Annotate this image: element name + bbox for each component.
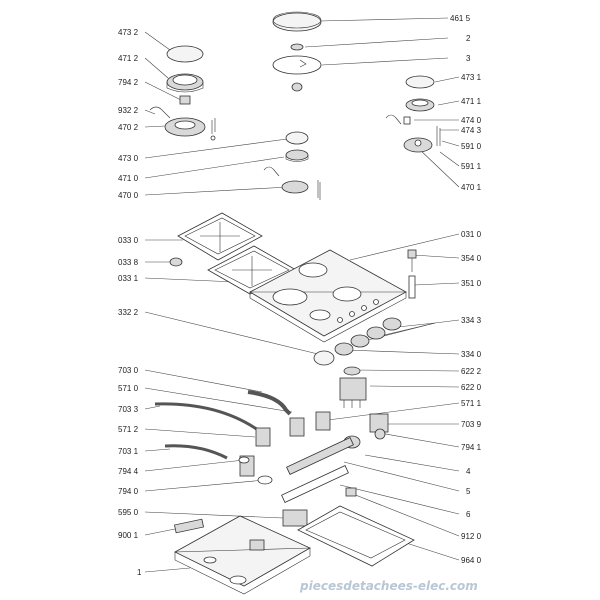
gas-tap-3 — [315, 411, 331, 431]
callout-7031: 703 1 — [118, 447, 139, 456]
gas-tube-lower — [164, 444, 228, 460]
flame-spreader-disc — [272, 55, 322, 75]
callout-4710: 471 0 — [118, 174, 139, 183]
callout-3343: 334 3 — [461, 316, 482, 325]
callout-4730: 473 0 — [118, 154, 139, 163]
callout-5911: 591 1 — [461, 162, 482, 171]
callout-9322: 932 2 — [118, 106, 139, 115]
base-plate-cover — [297, 505, 415, 567]
callout-0338: 033 8 — [118, 258, 139, 267]
selector-knob — [313, 350, 335, 366]
burner-cap-left — [166, 45, 204, 63]
callout-4732: 473 2 — [118, 28, 139, 37]
callout-4702: 470 2 — [118, 123, 139, 132]
callout-6220: 622 0 — [461, 383, 482, 392]
spark-rod — [408, 275, 416, 299]
watermark: piecesdetachees-elec.com — [299, 579, 478, 593]
callout-6: 6 — [466, 510, 471, 519]
gas-tube-upper — [247, 390, 292, 416]
callout-9640: 964 0 — [461, 556, 482, 565]
callout-3: 3 — [466, 54, 471, 63]
callout-4712: 471 2 — [118, 54, 139, 63]
callout-6222: 622 2 — [461, 367, 482, 376]
callout-4743: 474 3 — [461, 126, 482, 135]
ignition-generator — [282, 509, 308, 527]
small-ring — [290, 43, 304, 51]
callout-5711: 571 1 — [461, 399, 482, 408]
callout-7039: 703 9 — [461, 420, 482, 429]
switch-ring — [343, 366, 361, 376]
callout-4701: 470 1 — [461, 183, 482, 192]
callout-4: 4 — [466, 467, 471, 476]
callout-labels: 461 5 2 3 473 2 471 2 794 2 932 2 470 2 … — [118, 14, 482, 577]
base-tray — [174, 515, 311, 595]
callout-5910: 591 0 — [461, 142, 482, 151]
callout-2: 2 — [466, 34, 471, 43]
callout-7944: 794 4 — [118, 467, 139, 476]
callout-7942: 794 2 — [118, 78, 139, 87]
spark-plug — [407, 249, 417, 259]
callout-4615: 461 5 — [450, 14, 471, 23]
switch-block — [339, 377, 367, 401]
callout-9120: 912 0 — [461, 532, 482, 541]
control-knobs — [334, 317, 402, 356]
fixing-bracket — [173, 518, 205, 534]
callout-7033: 703 3 — [118, 405, 139, 414]
callout-5: 5 — [466, 487, 471, 496]
hob-top-plate — [249, 249, 407, 343]
parts — [149, 11, 441, 595]
thermocouple-left — [149, 106, 171, 119]
callout-4700: 470 0 — [118, 191, 139, 200]
gas-tube-long — [154, 402, 268, 438]
callout-5950: 595 0 — [118, 508, 139, 517]
large-burner-cap — [272, 12, 322, 32]
callout-7940: 794 0 — [118, 487, 139, 496]
callout-9001: 900 1 — [118, 531, 139, 540]
gas-tap-1 — [255, 427, 271, 447]
gas-tap-2 — [289, 417, 305, 437]
callout-0331: 033 1 — [118, 274, 139, 283]
burner-cap-center — [285, 131, 309, 145]
callout-4740: 474 0 — [461, 116, 482, 125]
ignition-plug — [345, 487, 357, 497]
callout-3340: 334 0 — [461, 350, 482, 359]
leader-lines — [144, 17, 460, 573]
callout-3322: 332 2 — [118, 308, 139, 317]
callout-3540: 354 0 — [461, 254, 482, 263]
burner-cap-right — [405, 75, 435, 89]
callout-5710: 571 0 — [118, 384, 139, 393]
pan-support-left — [177, 212, 263, 261]
callout-7030: 703 0 — [118, 366, 139, 375]
callout-0330: 033 0 — [118, 236, 139, 245]
callout-5712: 571 2 — [118, 425, 139, 434]
callout-0310: 031 0 — [461, 230, 482, 239]
callout-1: 1 — [137, 568, 142, 577]
callout-3510: 351 0 — [461, 279, 482, 288]
callout-4731: 473 1 — [461, 73, 482, 82]
grid-foot — [169, 257, 183, 267]
manifold-rail — [281, 465, 349, 503]
gas-manifold — [286, 437, 354, 475]
callout-7941: 794 1 — [461, 443, 482, 452]
callout-4711: 471 1 — [461, 97, 482, 106]
